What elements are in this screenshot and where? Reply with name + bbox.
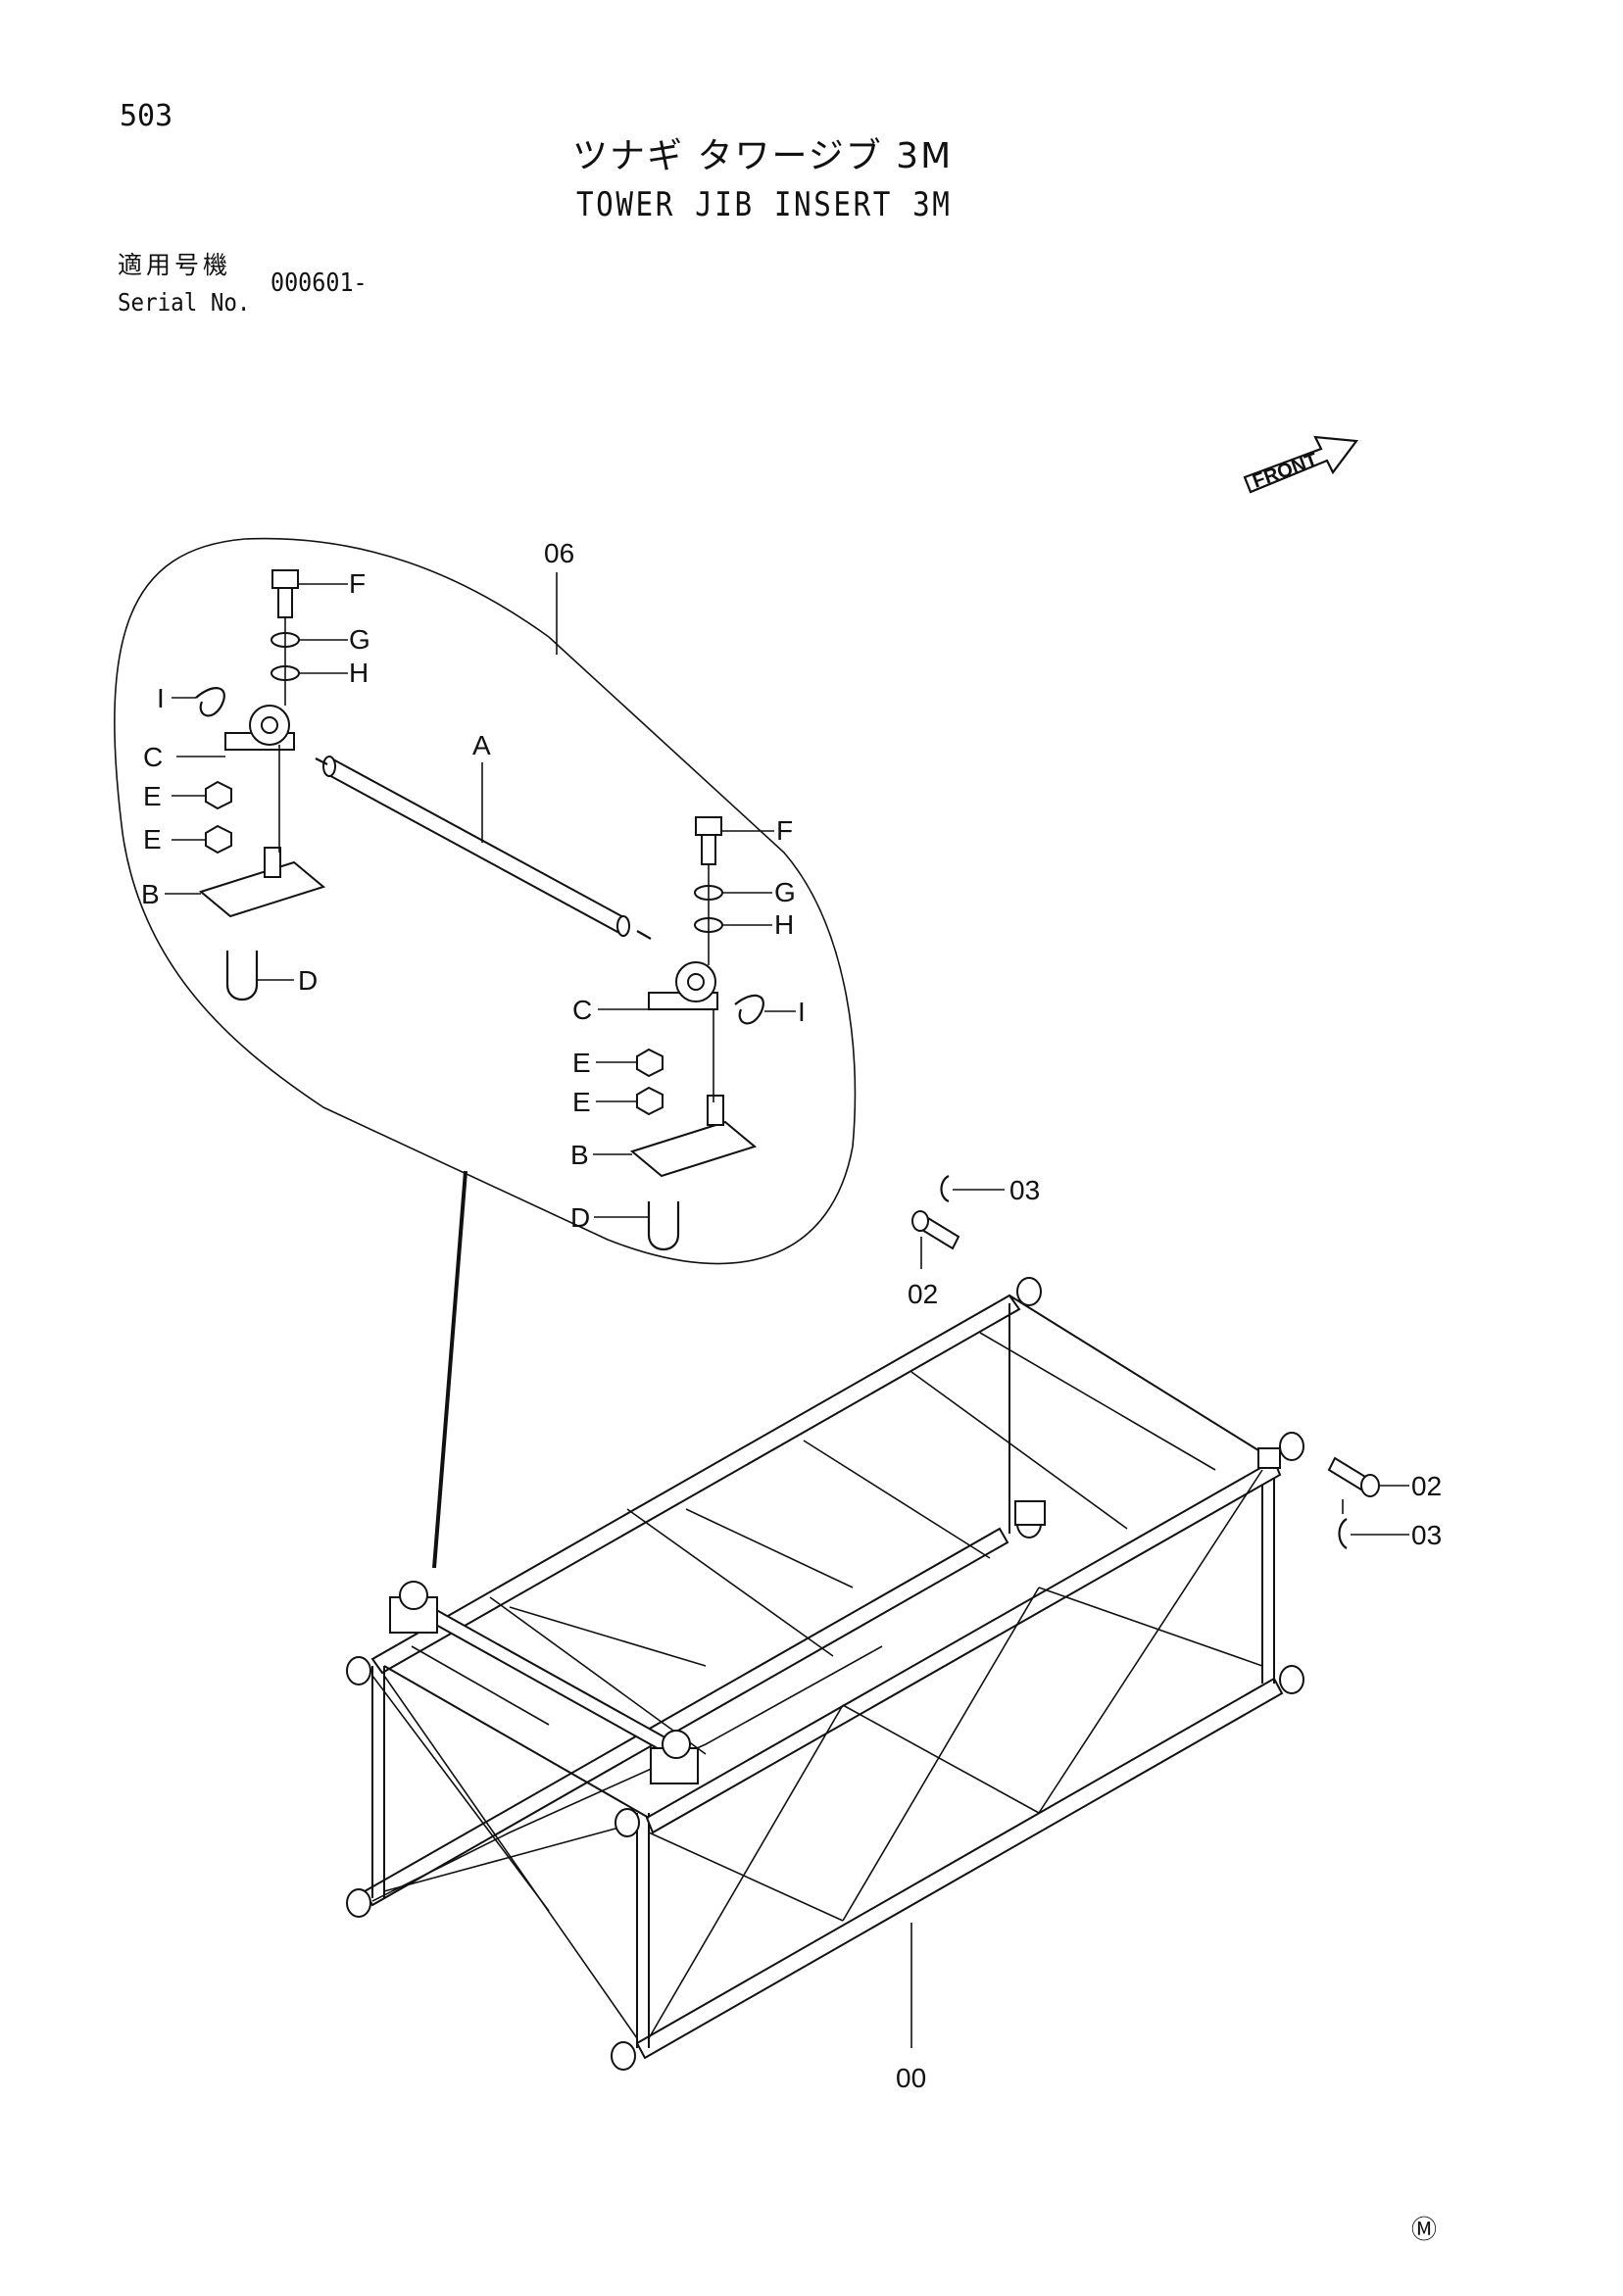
callout-G-lower: G [774,877,796,907]
callout-00: 00 [896,2063,926,2093]
page-number: 503 [120,99,173,133]
callout-E-upper-2: E [143,824,162,855]
callout-C-upper: C [143,742,163,772]
right-bearing-parts [593,816,796,1250]
callout-03-right: 03 [1411,1520,1442,1550]
left-bearing-parts [165,569,348,1001]
serial-label-japanese: 適用号機 [118,251,232,279]
callout-H-upper: H [349,658,369,688]
serial-label: Serial No. [118,288,251,317]
callout-F-upper: F [349,568,366,599]
callout-C-lower: C [572,995,592,1025]
callout-B-lower: B [570,1140,589,1170]
callout-A: A [472,730,491,760]
pin-02-upper [911,1210,960,1250]
callout-02-right: 02 [1411,1471,1442,1501]
front-label: FRONT [1250,449,1320,492]
page-title-english: TOWER JIB INSERT 3M [576,185,953,224]
callout-06: 06 [544,538,574,568]
callout-02-upper: 02 [908,1279,938,1309]
callout-G-upper: G [349,624,370,655]
callout-F-lower: F [776,815,793,846]
callout-H-lower: H [774,909,794,940]
footer-mark: Ⓜ [1411,2215,1437,2244]
assembly-06-bubble [114,537,857,1265]
callout-I-upper: I [157,683,165,713]
callout-I-lower: I [798,997,806,1027]
callout-E-lower-1: E [572,1048,591,1078]
callout-B-upper: B [141,879,160,909]
page-title-japanese: ツナギ タワージブ 3M [572,136,954,176]
front-arrow-icon: FRONT [1243,435,1359,494]
clip-03-upper [940,1175,1005,1203]
callout-03-upper: 03 [1009,1175,1040,1205]
serial-number-value: 000601- [270,269,368,298]
callout-E-upper-1: E [143,781,162,811]
pin-02-right [1327,1456,1380,1497]
shaft-A [315,756,652,940]
jib-insert-frame [346,1277,1304,2071]
callout-E-lower-2: E [572,1087,591,1117]
callout-D-lower: D [570,1202,590,1233]
callout-D-upper: D [298,965,318,996]
clip-03-right [1338,1499,1409,1549]
